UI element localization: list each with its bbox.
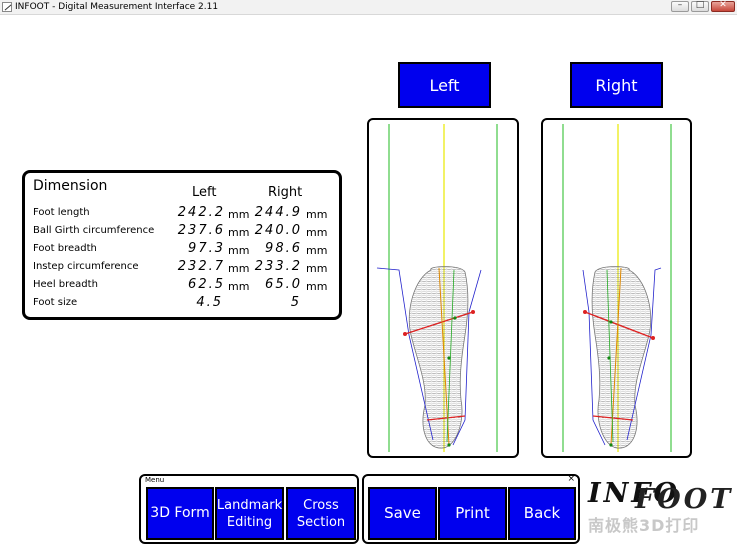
landmark-point <box>583 310 587 314</box>
dimension-label: Instep circumference <box>33 261 139 272</box>
menu-label: Menu <box>145 476 165 484</box>
landmark-point <box>651 336 655 340</box>
dimension-unit: mm <box>228 208 250 221</box>
dimension-value-left: 232.7 <box>177 259 225 274</box>
dimension-title: Dimension <box>33 178 108 194</box>
right-foot-view[interactable] <box>541 118 692 458</box>
dimension-unit: mm <box>306 280 328 293</box>
axis-line-green <box>606 269 614 443</box>
cross-section-button[interactable]: Cross Section <box>286 487 356 540</box>
landmark-editing-button[interactable]: Landmark Editing <box>215 487 284 540</box>
dimension-value-right: 244.9 <box>254 205 302 220</box>
logo-text-foot: FOOT <box>635 484 734 515</box>
dimension-unit: mm <box>306 262 328 275</box>
app-icon <box>2 2 12 12</box>
dimension-unit: mm <box>228 244 250 257</box>
left-foot-scan-canvas <box>376 124 498 452</box>
back-button[interactable]: Back <box>508 487 576 540</box>
menu-group: Menu 3D Form Landmark Editing Cross Sect… <box>139 474 359 544</box>
dimension-unit: mm <box>306 226 328 239</box>
close-window-button[interactable]: ✕ <box>711 0 735 12</box>
landmark-point <box>609 443 613 447</box>
dimension-unit: mm <box>306 208 328 221</box>
right-foot-scan-canvas <box>562 124 672 452</box>
landmark-point <box>609 320 613 324</box>
landmark-point <box>471 310 475 314</box>
column-header-left: Left <box>192 185 217 200</box>
column-header-right: Right <box>268 185 303 200</box>
ball-girth-line <box>404 311 474 335</box>
landmark-point <box>607 356 611 360</box>
dimension-value-left: 62.5 <box>188 277 225 292</box>
foot-outline-left <box>582 269 606 446</box>
axis-line <box>438 267 450 446</box>
left-view-button[interactable]: Left <box>398 62 491 108</box>
save-button[interactable]: Save <box>368 487 437 540</box>
foot-outline-right <box>452 269 482 446</box>
dimension-label: Foot length <box>33 207 90 218</box>
dimension-label: Foot breadth <box>33 243 97 254</box>
window-title: INFOOT - Digital Measurement Interface 2… <box>15 2 219 12</box>
title-bar: INFOOT - Digital Measurement Interface 2… <box>0 0 737 15</box>
right-view-button[interactable]: Right <box>570 62 663 108</box>
watermark-text: 南极熊3D打印 <box>588 516 700 535</box>
dimension-label: Heel breadth <box>33 279 98 290</box>
dimension-value-right: 240.0 <box>254 223 302 238</box>
foot-mesh <box>591 266 652 449</box>
landmark-point <box>403 332 407 336</box>
close-icon[interactable]: × <box>567 474 575 484</box>
maximize-button[interactable]: □ <box>691 0 709 12</box>
axis-line-green <box>446 269 455 443</box>
landmark-point <box>447 356 451 360</box>
dimension-value-left: 97.3 <box>188 241 225 256</box>
action-group: × Save Print Back <box>362 474 580 544</box>
print-button[interactable]: Print <box>438 487 507 540</box>
axis-line <box>610 267 622 446</box>
dimension-value-right: 5 <box>290 295 301 310</box>
dimension-unit: mm <box>306 244 328 257</box>
ball-girth-line <box>584 311 654 339</box>
dimension-value-left: 4.5 <box>196 295 223 310</box>
logo-text-info: INFO <box>588 478 680 509</box>
heel-line <box>426 415 466 421</box>
infoot-logo: INFO FOOT 南极熊3D打印 <box>588 478 734 540</box>
dimension-value-left: 242.2 <box>177 205 225 220</box>
dimension-label: Foot size <box>33 297 78 308</box>
left-foot-view[interactable] <box>367 118 519 458</box>
minimize-icon: – <box>677 0 683 10</box>
maximize-icon: □ <box>695 0 705 10</box>
dimension-unit: mm <box>228 262 250 275</box>
3d-form-button[interactable]: 3D Form <box>146 487 214 540</box>
dimension-label: Ball Girth circumference <box>33 225 155 236</box>
dimension-value-left: 237.6 <box>177 223 225 238</box>
dimension-value-right: 233.2 <box>254 259 302 274</box>
foot-mesh <box>408 266 469 449</box>
dimension-value-right: 65.0 <box>265 277 302 292</box>
dimension-unit: mm <box>228 226 250 239</box>
dimension-value-right: 98.6 <box>265 241 302 256</box>
landmark-point <box>453 316 457 320</box>
dimension-unit: mm <box>228 280 250 293</box>
landmark-point <box>447 443 451 447</box>
foot-outline-right <box>626 267 662 441</box>
foot-outline-left <box>376 267 434 441</box>
close-icon: ✕ <box>719 0 727 10</box>
minimize-button[interactable]: – <box>671 0 689 12</box>
dimension-panel: Dimension Left Right Foot length 242.2 m… <box>22 170 342 320</box>
